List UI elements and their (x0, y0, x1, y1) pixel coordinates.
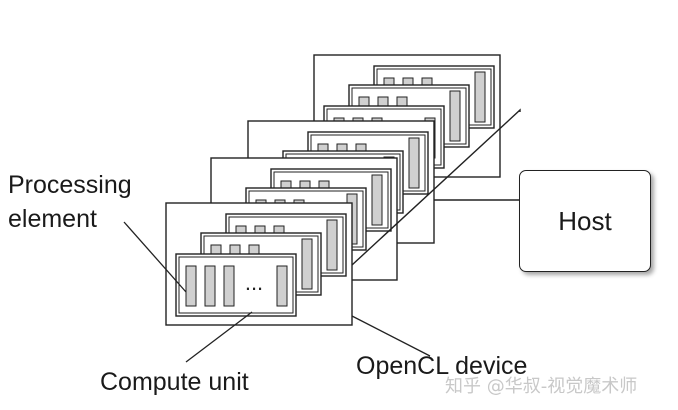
watermark: 知乎 @华叔-视觉魔术师 (445, 376, 638, 397)
processing-element (204, 265, 216, 307)
processing-element (371, 174, 383, 226)
host-box: Host (519, 170, 651, 272)
processing-element (408, 137, 420, 189)
processing-element (223, 265, 235, 307)
ellipsis-label: ... (245, 270, 263, 295)
host-connection-diagonal (351, 108, 521, 266)
processing-element (474, 71, 486, 123)
processing-element-leader (123, 221, 187, 293)
processing-element (276, 265, 288, 307)
compute-unit-leader (185, 311, 253, 363)
opencl-device-leader (351, 315, 431, 357)
processing-element (326, 219, 338, 271)
processing-element (449, 90, 461, 142)
processing-element (301, 238, 313, 290)
compute-unit-label: Compute unit (100, 368, 249, 396)
opencl-device-label: OpenCL device (356, 352, 528, 380)
processing-element (185, 265, 197, 307)
opencl-device: ... (165, 202, 353, 326)
host-label: Host (558, 206, 612, 236)
processing-element-label: Processing element (8, 171, 132, 233)
